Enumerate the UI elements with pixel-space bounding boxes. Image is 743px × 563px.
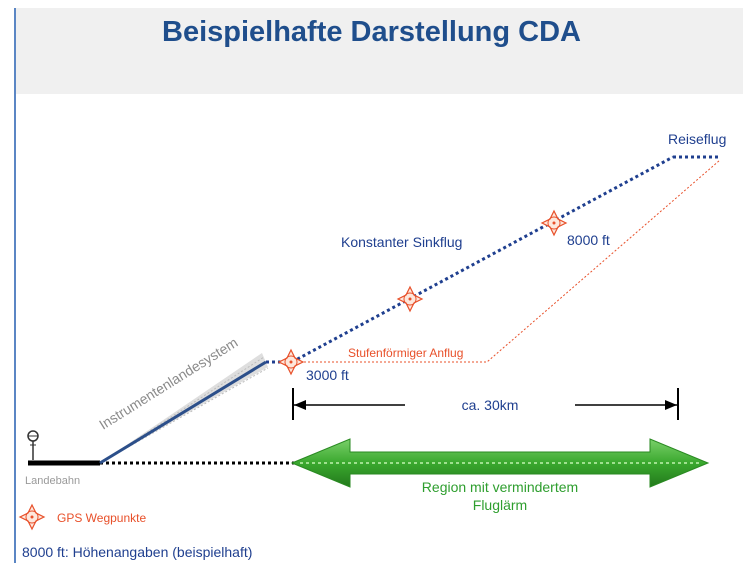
ils-beam (100, 353, 268, 463)
gps-waypoint-icon (18, 503, 46, 531)
gps-waypoint-icon (540, 209, 568, 237)
stepped-approach-path (292, 159, 721, 363)
antenna-icon (27, 430, 39, 460)
label-reiseflug: Reiseflug (668, 131, 726, 147)
label-region-line1: Region mit vermindertem (422, 479, 578, 495)
ils-glide-path (99, 360, 267, 465)
label-landebahn: Landebahn (25, 475, 80, 487)
constant-descent-path (291, 155, 674, 364)
left-border (14, 94, 16, 563)
label-stufenfoermiger-anflug: Stufenförmiger Anflug (348, 346, 463, 360)
label-region-line2: Fluglärm (473, 497, 527, 513)
label-konstanter-sinkflug: Konstanter Sinkflug (341, 234, 462, 250)
title-bar (14, 8, 743, 94)
label-altitude-3000: 3000 ft (306, 367, 349, 383)
page-title: Beispielhafte Darstellung CDA (162, 16, 581, 48)
legend-altitude-note: 8000 ft: Höhenangaben (beispielhaft) (22, 544, 252, 560)
gps-waypoint-icon (396, 285, 424, 313)
legend-gps: GPS Wegpunkte (57, 511, 146, 525)
label-altitude-8000: 8000 ft (567, 232, 610, 248)
label-distance: ca. 30km (462, 397, 519, 413)
distance-dimension (292, 388, 679, 420)
gps-waypoint-icon (277, 348, 305, 376)
